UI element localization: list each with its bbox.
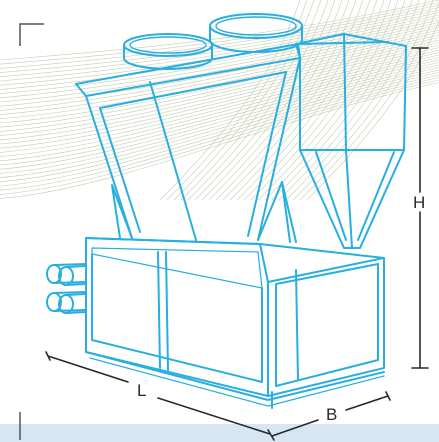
- background-curve: [0, 57, 439, 157]
- background-curve: [0, 39, 439, 128]
- background-curve: [0, 52, 439, 149]
- dimension-lines: [45, 47, 429, 441]
- background-curve: [173, 0, 315, 201]
- background-curve: [222, 0, 364, 201]
- background-curve: [0, 9, 439, 78]
- background-curve: [208, 0, 350, 201]
- watermark-shapes: [0, 424, 439, 442]
- background-curve: [229, 0, 371, 201]
- width-label: B: [326, 405, 337, 424]
- pipe-connections: [46, 263, 87, 314]
- background-curve: [0, 42, 439, 132]
- background-curve: [0, 44, 439, 136]
- condenser-unit-outline: [46, 13, 407, 409]
- background-curve: [285, 0, 427, 201]
- coil-panel-left-inner: [257, 57, 301, 241]
- background-curve: [299, 1, 439, 201]
- background-curve: [0, 64, 439, 170]
- background-curve: [0, 59, 439, 162]
- background-curve: [201, 0, 343, 201]
- background-curve: [0, 4, 439, 69]
- background-line-pattern: [0, 0, 439, 201]
- background-curve: [0, 72, 439, 183]
- background-curve: [215, 0, 357, 201]
- background-curve: [0, 32, 439, 115]
- background-curve: [0, 47, 439, 141]
- background-curve: [250, 0, 392, 201]
- background-curve: [243, 0, 385, 201]
- background-curve: [0, 74, 439, 187]
- background-curve: [0, 82, 439, 199]
- width-dimension-line-b: [345, 395, 389, 411]
- corner-mark-top-left: [19, 23, 44, 46]
- background-curve: [271, 0, 413, 201]
- background-curve: [0, 19, 439, 94]
- background-curve: [0, 0, 439, 61]
- background-curve: [194, 0, 336, 201]
- background-curve: [0, 29, 439, 111]
- background-curve: [0, 62, 439, 166]
- background-curve: [264, 0, 406, 201]
- coil-panel-left-outer: [85, 95, 133, 239]
- background-curve: [0, 17, 439, 90]
- background-curve: [166, 0, 308, 201]
- length-label: L: [137, 381, 146, 400]
- background-curve: [0, 77, 439, 191]
- background-curve: [236, 0, 378, 201]
- height-label: H: [413, 193, 425, 212]
- background-curve: [0, 2, 439, 65]
- background-curve: [278, 0, 420, 201]
- background-curve: [0, 12, 439, 82]
- background-curve: [0, 7, 439, 73]
- background-curve: [0, 37, 439, 124]
- background-curve: [0, 69, 439, 178]
- corner-marks: [19, 23, 44, 440]
- length-dimension-line-a: [47, 355, 129, 383]
- background-curve: [257, 0, 399, 201]
- fan-housing-left: [123, 33, 213, 70]
- background-curve: [0, 79, 439, 195]
- length-dimension-line-b: [157, 397, 271, 435]
- width-dimension-line-a: [271, 419, 319, 437]
- background-curve: [0, 54, 439, 153]
- background-curve: [159, 0, 301, 201]
- background-curve: [180, 0, 322, 201]
- background-curve: [292, 0, 434, 201]
- background-curve: [0, 24, 439, 103]
- background-curve: [0, 49, 439, 145]
- background-curve: [0, 67, 439, 174]
